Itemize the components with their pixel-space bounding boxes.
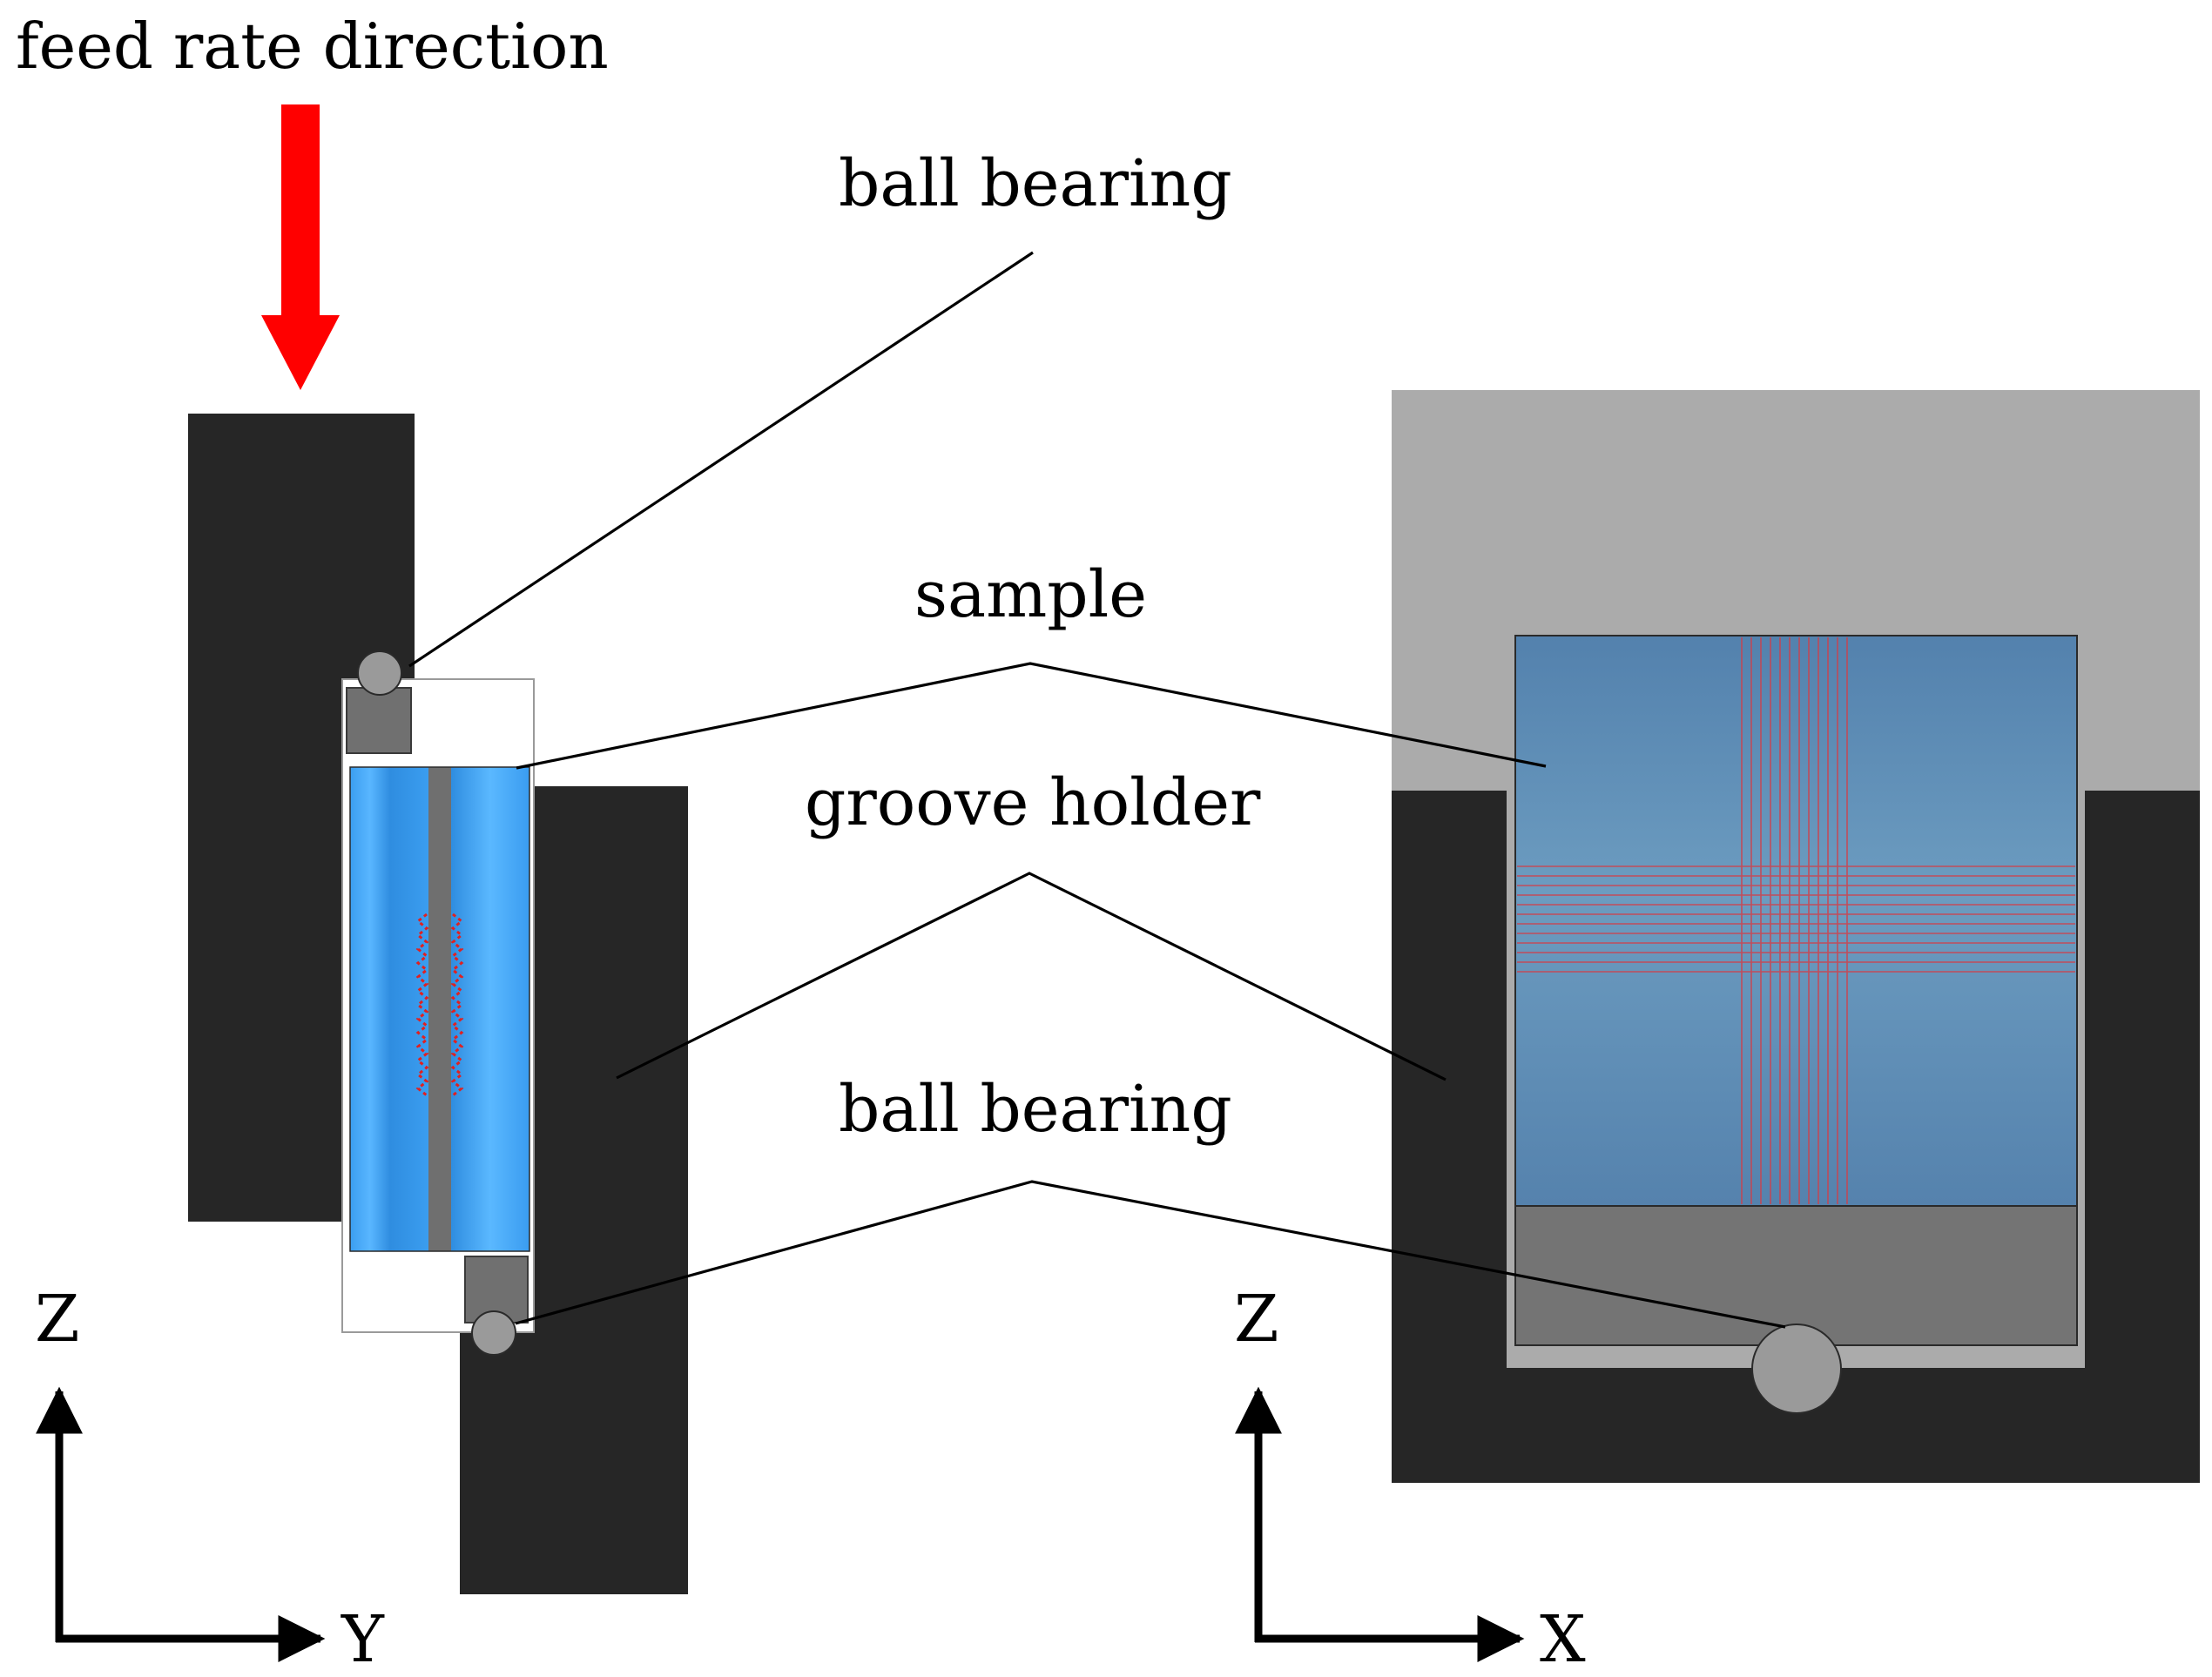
groove-holder-leader: [616, 872, 1447, 1081]
top-ball-bearing: [357, 650, 402, 696]
axis-left-z-label: Z: [35, 1282, 79, 1357]
sample-front-view: [1514, 635, 2078, 1207]
ball-bearing-top-label: ball bearing: [839, 146, 1232, 221]
top-bearing-block: [346, 687, 412, 754]
ball-bearing-top-leader: [408, 251, 1034, 668]
front-ball-bearing: [1751, 1323, 1842, 1414]
ball-bearing-bottom-label: ball bearing: [839, 1072, 1232, 1147]
side-view: [188, 414, 688, 1594]
groove-holder-label: groove holder: [805, 765, 1261, 840]
bottom-ball-bearing: [471, 1310, 516, 1356]
sample-leader: [516, 662, 1547, 770]
ball-bearing-bottom-leader: [515, 1180, 1786, 1329]
axes-right: [1235, 1386, 1525, 1662]
feed-rate-arrow: [261, 104, 340, 390]
feed-rate-direction-label: feed rate direction: [16, 10, 609, 83]
front-view: [1392, 390, 2200, 1483]
axes-left: [36, 1386, 326, 1662]
sample-grid-lines: [1517, 637, 2075, 1204]
axis-right-x-label: X: [1540, 1602, 1586, 1677]
sample-label: sample: [914, 557, 1147, 632]
axis-left-y-label: Y: [341, 1602, 385, 1677]
axis-right-z-label: Z: [1234, 1282, 1278, 1357]
front-bearing-block: [1514, 1205, 2078, 1346]
sample-side-view: [349, 766, 530, 1252]
